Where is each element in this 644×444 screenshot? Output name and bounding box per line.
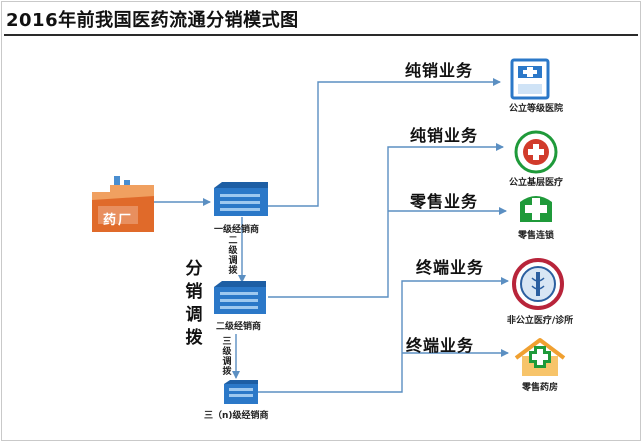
diagram-title: 2016年前我国医药流通分销模式图	[6, 10, 299, 31]
transfer-level3-label: 三级调拨	[222, 337, 232, 377]
distributor-level3-label: 三（n)级经销商	[204, 411, 269, 421]
connectors	[154, 78, 509, 393]
destination-label-grassroots-clinic: 公立基层医疗	[508, 178, 563, 188]
business-label-retail: 零售业务	[410, 192, 479, 211]
grassroots-clinic-icon	[514, 130, 558, 174]
destination-label-public-hospital: 公立等级医院	[508, 104, 563, 114]
retail-pharmacy-icon	[514, 338, 566, 376]
destination-label-private-clinic: 非公立医疗/诊所	[506, 316, 574, 326]
factory-label: 药厂	[103, 213, 134, 228]
factory-icon	[92, 176, 154, 232]
arrow-level3-to-private-clinic	[258, 277, 509, 393]
distributor-level2-building-icon	[214, 281, 266, 314]
business-label-pure-sales-1: 纯销业务	[405, 61, 474, 80]
retail-chain-icon	[520, 196, 552, 222]
business-label-terminal-2: 终端业务	[406, 336, 475, 355]
arrow-level1-to-hospital	[268, 78, 501, 207]
arrow-level2-to-grassroots	[268, 143, 504, 298]
distributor-level1-label: 一级经销商	[214, 225, 260, 235]
destination-label-retail-chain: 零售连锁	[517, 231, 554, 241]
business-label-pure-sales-2: 纯销业务	[410, 126, 479, 145]
private-clinic-icon	[512, 258, 564, 310]
distributor-level1-building-icon	[214, 182, 268, 216]
distributor-level2-label: 二级经销商	[216, 322, 262, 332]
business-label-terminal-1: 终端业务	[416, 258, 485, 277]
destination-label-retail-pharmacy: 零售药房	[521, 383, 558, 393]
distributor-level3-building-icon	[224, 380, 258, 404]
title-underline	[4, 34, 638, 36]
public-hospital-icon	[510, 58, 550, 100]
transfer-level2-label: 二级调拨	[228, 236, 238, 276]
distribution-transfer-label: 分销调拨	[185, 259, 203, 348]
